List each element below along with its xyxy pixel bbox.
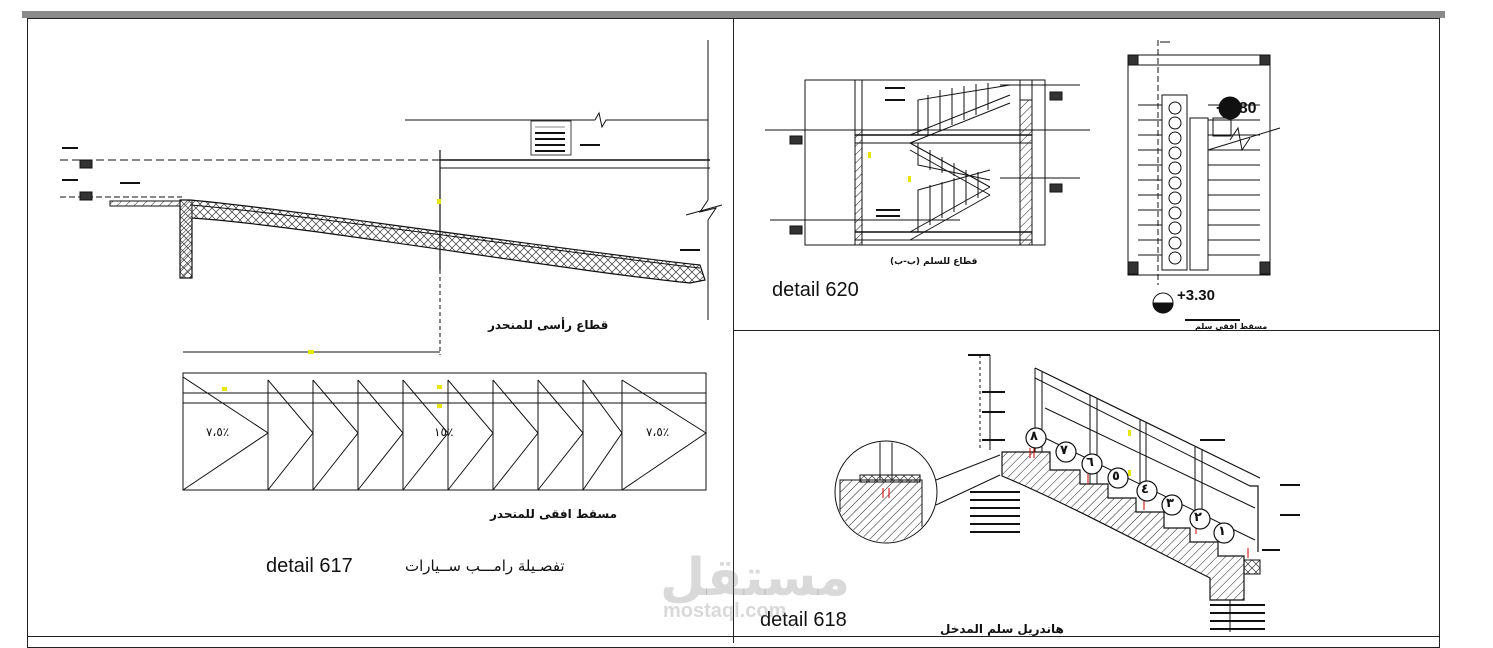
ramp-plan-title: مسقط افقى للمنحدر [490,507,618,521]
watermark-url: mostaql.com [663,600,787,622]
stair-section [765,79,1090,246]
ramp-horizontal-plan [182,372,707,491]
stair-plan-title: مسقط افقي سلم [1195,322,1268,331]
ramp-vertical-section [60,40,723,355]
step-number-7: ٧ [1060,443,1068,458]
bottom-border [27,636,1440,637]
top-bar [22,11,1445,18]
level-top: +4.80 [1216,100,1257,117]
level-bottom: +3.30 [1177,287,1215,304]
ramp-section-title: قطاع رأسى للمنحدر [488,318,609,332]
step-number-2: ٢ [1194,510,1202,525]
stair-plan [1127,40,1281,321]
ramp-slope-right: ٧،٥٪ [646,425,670,439]
step-number-4: ٤ [1141,482,1149,497]
ramp-slope-mid: ١٥٪ [434,425,454,439]
horizontal-divider [733,330,1440,331]
step-number-3: ٣ [1166,496,1174,511]
handrail-title: هاندريل سلم المدخل [940,622,1064,636]
step-number-6: ٦ [1086,455,1094,470]
handrail-detail-label: detail 618 [760,609,847,631]
step-number-circles [1025,427,1235,544]
step-number-1: ١ [1218,524,1226,539]
step-number-5: ٥ [1112,469,1120,484]
stair-detail-label: detail 620 [772,279,859,301]
ramp-slope-left: ٧،٥٪ [206,425,230,439]
step-number-8: ٨ [1030,429,1038,444]
handrail-section [834,354,1300,632]
ramp-detail-label: detail 617 [266,555,353,577]
watermark-logo: مستقل [660,548,851,608]
ramp-subtitle: تفصـيلة رامـــب ســيارات [405,557,565,575]
stair-section-title: قطاع للسلم (ب-ب) [890,257,978,267]
